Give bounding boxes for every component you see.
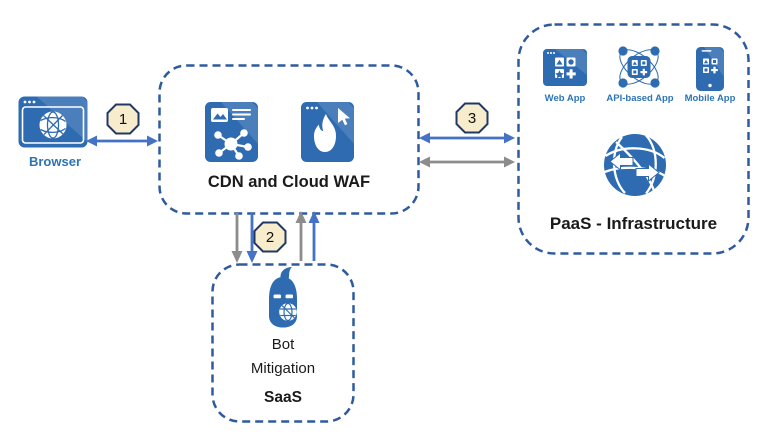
arrow-cdn-to-bot-blue [245,211,259,263]
bot-mask-icon [262,266,304,332]
arrow-bot-to-cdn-blue [307,211,321,263]
bot-label-line1: Bot [271,336,295,353]
mobile-app-icon [696,47,724,91]
bot-label-saas: SaaS [264,389,302,406]
arrow-browser-cdn [86,133,158,149]
arrow-cdn-to-bot-gray [230,211,244,263]
flow-badge-3-number: 3 [467,109,477,127]
web-app-icon [543,49,587,86]
api-app-label: API-based App [606,93,674,104]
flow-badge-2-number: 2 [265,228,275,246]
paas-globe-icon [602,132,668,198]
paas-box [517,23,750,255]
bot-mitigation-box [211,263,355,423]
flow-badge-1: 1 [106,103,140,135]
cdn-icon [205,102,258,162]
arrow-cdn-paas-gray [419,154,515,170]
cdn-waf-box [158,64,420,215]
arrow-bot-to-cdn-gray [294,211,308,263]
flow-badge-1-number: 1 [118,110,128,128]
paas-label: PaaS - Infrastructure [549,214,718,233]
bot-label-line2: Mitigation [250,360,316,377]
flow-badge-3: 3 [455,102,489,134]
waf-flame-icon [301,102,354,162]
api-app-icon [614,43,664,91]
cdn-waf-label: CDN and Cloud WAF [207,173,371,191]
browser-label: Browser [28,154,82,169]
flow-badge-2: 2 [253,221,287,253]
browser-icon [18,96,88,148]
arrow-cdn-paas-blue [419,130,515,146]
mobile-app-label: Mobile App [684,93,736,104]
web-app-label: Web App [544,93,586,104]
